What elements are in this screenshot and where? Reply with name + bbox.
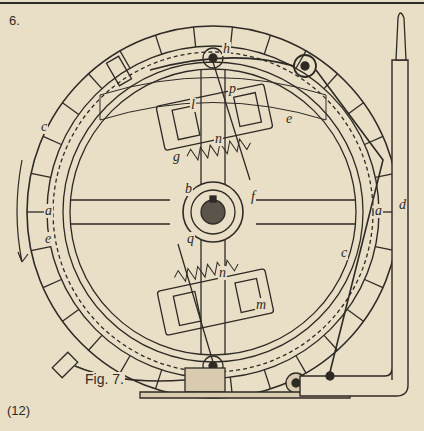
part-letter: q — [186, 232, 195, 246]
scale-tick — [43, 136, 61, 144]
scale-tick — [347, 103, 363, 115]
band-anchor — [52, 352, 77, 377]
lever-handle — [396, 13, 406, 60]
outer-ring — [27, 26, 399, 398]
scale-tick — [89, 335, 102, 350]
scale-tick — [156, 35, 162, 54]
scale-tick — [31, 247, 51, 251]
drum-inner — [63, 62, 363, 362]
part-letter: a — [374, 204, 383, 218]
drum-rim — [47, 46, 379, 378]
part-letter: b — [184, 182, 193, 196]
rotation-arrow — [17, 160, 28, 262]
lever-pivot-pin — [292, 379, 300, 387]
cable-pulley-h — [294, 55, 316, 77]
band-end — [150, 58, 294, 70]
part-letter: g — [172, 150, 181, 164]
part-letter: c — [340, 246, 348, 260]
cable-e — [316, 70, 383, 372]
part-letter: l — [190, 98, 196, 112]
scale-tick — [63, 103, 79, 115]
scale-tick — [31, 173, 51, 177]
scale-tick — [365, 136, 383, 144]
bracket — [185, 368, 225, 392]
lever-d — [300, 60, 408, 396]
cable-end — [326, 372, 334, 380]
part-letter: c — [40, 120, 48, 134]
lower-shoe — [154, 253, 274, 336]
part-letter: f — [250, 190, 256, 204]
scale-tick — [264, 35, 270, 54]
part-letter: e — [285, 112, 293, 126]
part-letter: a — [44, 204, 53, 218]
part-letter: h — [222, 42, 231, 56]
pulley-pin — [301, 62, 309, 70]
part-letter: m — [255, 298, 267, 312]
scale-tick — [89, 74, 102, 89]
shaft-b — [201, 200, 225, 224]
key — [210, 196, 216, 202]
scale-tick — [120, 356, 130, 373]
brake-band — [53, 52, 373, 372]
upper-shoe — [156, 84, 276, 167]
scale-ticks — [27, 27, 399, 397]
figure-caption: Fig. 7. — [84, 372, 125, 386]
part-letter: e — [44, 232, 52, 246]
figure-number: (12) — [6, 404, 31, 417]
scale-tick — [296, 356, 306, 373]
scale-tick — [194, 27, 196, 47]
cross-arm-a — [70, 200, 356, 224]
top-rule — [0, 2, 424, 4]
part-letter: p — [228, 82, 237, 96]
scale-tick — [347, 310, 363, 322]
scale-tick — [156, 370, 162, 389]
scale-tick — [324, 74, 337, 89]
scale-tick — [43, 280, 61, 288]
hub-inner — [191, 190, 235, 234]
scale-tick — [63, 310, 79, 322]
tie-rods — [178, 62, 250, 362]
part-letter: d — [398, 198, 407, 212]
turnbuckle — [106, 56, 131, 86]
scale-tick — [120, 51, 130, 68]
scale-tick — [264, 370, 270, 389]
figure-number: 6. — [8, 14, 21, 27]
drum-inner2 — [70, 69, 356, 355]
part-letter: n — [214, 132, 223, 146]
vertical-spokes — [201, 70, 225, 355]
part-letter: n — [218, 266, 227, 280]
scale-tick — [365, 280, 383, 288]
